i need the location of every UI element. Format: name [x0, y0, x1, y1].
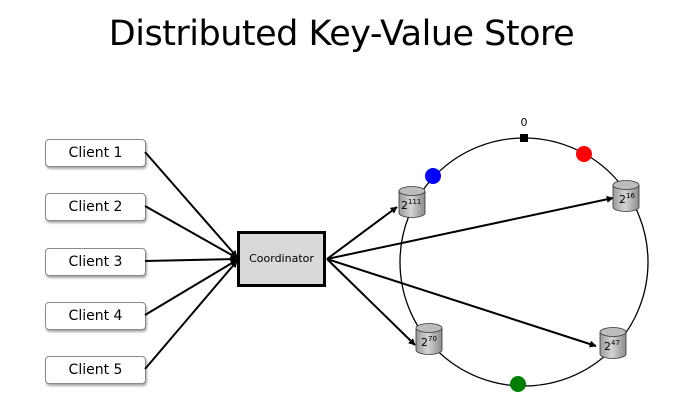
- coordinator-box: Coordinator: [237, 231, 326, 287]
- client-connections: [144, 151, 238, 370]
- server-node-2-70: 270: [415, 323, 443, 355]
- ring-zero-marker: [520, 134, 528, 142]
- server-node-2-47: 247: [599, 327, 627, 359]
- server-node-2-111: 2111: [398, 186, 426, 218]
- arrow-to-server-2-111: [326, 206, 398, 260]
- client-4-arrow: [144, 259, 238, 316]
- client-box-5: Client 5: [45, 356, 146, 384]
- key-dot-red: [576, 146, 592, 162]
- client-box-3: Client 3: [45, 248, 146, 276]
- diagram-title: Distributed Key-Value Store: [108, 14, 575, 54]
- client-3-arrow: [144, 255, 238, 263]
- client-1-arrow: [144, 151, 238, 258]
- client-box-1: Client 1: [45, 139, 146, 167]
- key-dot-green: [510, 376, 526, 392]
- ring-zero-label: 0: [521, 116, 528, 129]
- client-5-arrow: [144, 260, 238, 370]
- svg-text:216: 216: [619, 192, 635, 206]
- svg-text:270: 270: [421, 335, 437, 349]
- arrow-to-server-2-47: [326, 258, 597, 348]
- arrow-to-server-2-70: [326, 258, 416, 346]
- key-dot-blue: [425, 168, 441, 184]
- svg-text:2111: 2111: [401, 198, 421, 212]
- server-connections: [326, 195, 614, 348]
- arrow-to-server-2-16: [326, 195, 614, 260]
- client-2-arrow: [144, 205, 238, 259]
- svg-text:247: 247: [604, 339, 620, 353]
- server-node-2-16: 216: [612, 180, 640, 212]
- client-box-4: Client 4: [45, 302, 146, 330]
